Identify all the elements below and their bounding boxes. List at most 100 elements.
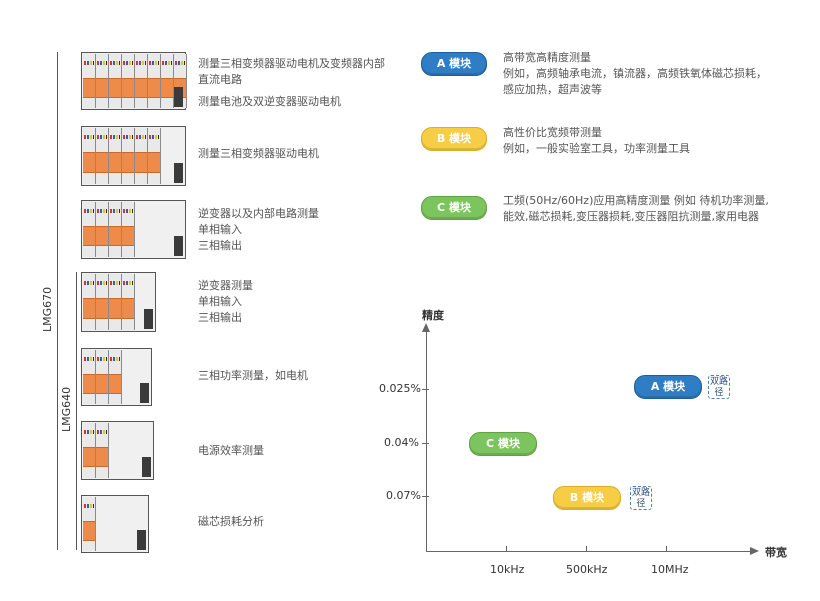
- description-line: 逆变器以及内部电路测量: [198, 207, 319, 220]
- x-axis-arrow: [750, 547, 759, 555]
- measurement-channel-slot: [109, 128, 122, 184]
- channel-module: [135, 78, 147, 98]
- channel-module: [83, 78, 95, 98]
- measurement-channel-slot: [83, 497, 96, 551]
- x-axis-label: 带宽: [765, 546, 787, 559]
- channel-module: [83, 447, 95, 467]
- measurement-channel-slot: [96, 54, 109, 108]
- x-tick-label: 500kHz: [566, 563, 608, 576]
- channel-module: [96, 298, 108, 319]
- device-chassis: [81, 200, 186, 259]
- module-c-desc: 工频(50Hz/60Hz)应用高精度测量 例如 待机功率测量, 能效,磁芯损耗,…: [503, 193, 769, 225]
- dual-path-badge-a: 双路径: [708, 375, 730, 399]
- module-a-desc: 高带宽高精度测量 例如，高频轴承电流，镇流器，高频铁氧体磁芯损耗， 感应加热，超…: [503, 50, 767, 98]
- measurement-channel-slot: [83, 54, 96, 108]
- connector-dots: [84, 430, 94, 434]
- connector-dots: [97, 135, 107, 139]
- channel-module: [96, 447, 108, 467]
- measurement-channel-slot: [122, 274, 135, 330]
- channel-module: [161, 78, 173, 98]
- y-axis-label: 精度: [422, 309, 444, 322]
- channel-module: [109, 374, 121, 394]
- measurement-channel-slot: [96, 423, 109, 478]
- x-tick: [666, 546, 667, 552]
- power-supply-block: [174, 163, 183, 183]
- chart-point-c: C 模块: [469, 432, 537, 456]
- module-a-line: 感应加热，超声波等: [503, 83, 602, 96]
- measurement-channel-slot: [96, 128, 109, 184]
- connector-dots: [97, 281, 107, 285]
- description-line: 直流电路: [198, 73, 242, 86]
- channel-module: [83, 521, 95, 541]
- channel-module: [96, 374, 108, 394]
- measurement-channel-slot: [83, 128, 96, 184]
- connector-dots: [123, 135, 133, 139]
- device-chassis: [81, 126, 186, 186]
- power-supply-block: [140, 383, 149, 403]
- measurement-channel-slot: [109, 350, 122, 404]
- module-a-line: 例如，高频轴承电流，镇流器，高频铁氧体磁芯损耗，: [503, 67, 767, 80]
- measurement-channel-slot: [148, 54, 161, 108]
- connector-dots: [136, 135, 146, 139]
- connector-dots: [84, 209, 94, 213]
- measurement-channel-slot: [109, 202, 122, 257]
- measurement-channel-slot: [135, 128, 148, 184]
- device-chassis: [81, 52, 187, 110]
- description-line: 三相输出: [198, 311, 242, 324]
- device-chassis: [81, 421, 154, 480]
- channel-module: [109, 78, 121, 98]
- module-c-line: 能效,磁芯损耗,变压器损耗,变压器阻抗测量,家用电器: [503, 210, 759, 223]
- connector-dots: [149, 135, 159, 139]
- device-description: 电源效率测量: [198, 443, 264, 459]
- measurement-channel-slot: [96, 350, 109, 404]
- module-c-pill: C 模块: [421, 196, 487, 220]
- y-tick: [422, 389, 429, 390]
- measurement-channel-slot: [122, 54, 135, 108]
- connector-dots: [175, 61, 185, 65]
- channel-module: [122, 78, 134, 98]
- y-tick-label: 0.025%: [379, 382, 421, 395]
- power-supply-block: [142, 457, 151, 477]
- module-b-desc: 高性价比宽频带测量 例如，一般实验室工具，功率测量工具: [503, 125, 690, 157]
- connector-dots: [123, 61, 133, 65]
- measurement-channel-slot: [83, 274, 96, 330]
- channel-module: [148, 78, 160, 98]
- lmg640-bracket: [76, 272, 77, 550]
- description-line: 三相输出: [198, 239, 242, 252]
- power-supply-block: [144, 309, 153, 329]
- connector-dots: [97, 430, 107, 434]
- channel-module: [109, 226, 121, 246]
- channel-module: [96, 78, 108, 98]
- y-tick: [422, 496, 429, 497]
- connector-dots: [97, 61, 107, 65]
- device-description: 测量三相变频器驱动电机: [198, 146, 319, 162]
- connector-dots: [84, 61, 94, 65]
- channel-module: [96, 226, 108, 246]
- y-tick-label: 0.07%: [386, 489, 421, 502]
- description-line: 电源效率测量: [198, 444, 264, 457]
- measurement-channel-slot: [83, 423, 96, 478]
- description-line: 单相输入: [198, 295, 242, 308]
- x-tick-label: 10MHz: [651, 563, 689, 576]
- power-supply-block: [137, 530, 146, 550]
- channel-module: [122, 298, 134, 319]
- connector-dots: [110, 135, 120, 139]
- connector-dots: [110, 209, 120, 213]
- module-b-line: 例如，一般实验室工具，功率测量工具: [503, 142, 690, 155]
- x-tick: [586, 546, 587, 552]
- device-chassis: [81, 272, 156, 332]
- measurement-channel-slot: [109, 274, 122, 330]
- channel-module: [122, 152, 134, 173]
- device-chassis: [81, 348, 152, 406]
- channel-module: [148, 152, 160, 173]
- connector-dots: [84, 504, 94, 508]
- measurement-channel-slot: [96, 274, 109, 330]
- channel-module: [83, 298, 95, 319]
- connector-dots: [162, 61, 172, 65]
- device-description: 逆变器以及内部电路测量单相输入三相输出: [198, 206, 319, 254]
- description-line: 单相输入: [198, 223, 242, 236]
- connector-dots: [110, 281, 120, 285]
- connector-dots: [97, 209, 107, 213]
- lmg670-label: LMG670: [41, 286, 54, 332]
- measurement-channel-slot: [161, 54, 174, 108]
